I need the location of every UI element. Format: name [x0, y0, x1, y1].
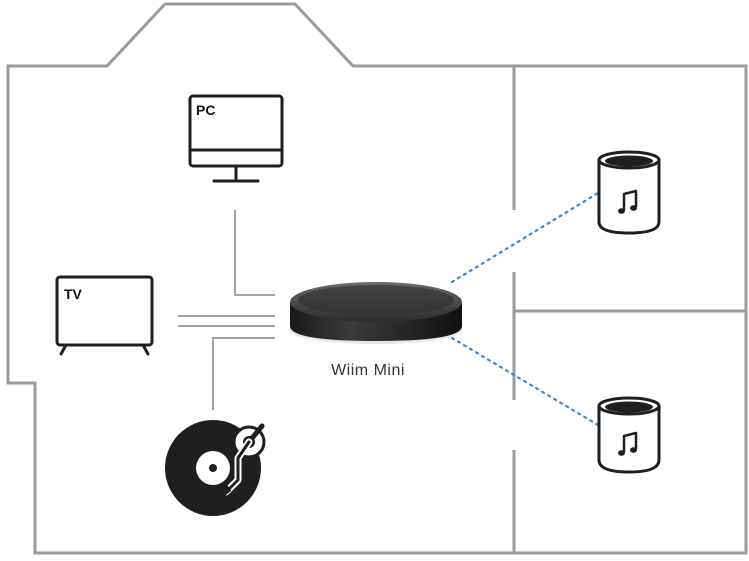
tv-icon — [55, 275, 154, 356]
speaker-music-note-icon — [597, 396, 661, 474]
outer-wall — [6, 2, 748, 555]
monitor-icon — [188, 94, 284, 183]
pc-device: PC — [188, 94, 284, 183]
pc-cable — [234, 210, 275, 296]
speaker-top-device — [597, 150, 661, 235]
wifi-link-top — [450, 191, 600, 284]
hub-device: Wiim Mini — [289, 282, 463, 379]
turntable-cable — [212, 337, 275, 410]
wireless-links — [450, 191, 600, 427]
streamer-puck-icon — [289, 282, 463, 344]
tv-device: TV — [55, 275, 154, 356]
speaker-bottom-device — [597, 396, 661, 474]
tv-label: TV — [64, 286, 83, 302]
floor-plan — [6, 2, 748, 555]
wired-connections — [178, 210, 275, 410]
hub-label: Wiim Mini — [331, 362, 405, 379]
turntable-icon — [165, 420, 266, 516]
turntable-device — [165, 420, 266, 516]
speaker-music-note-icon — [597, 150, 661, 235]
wifi-link-bottom — [450, 336, 600, 427]
pc-label: PC — [196, 102, 215, 118]
